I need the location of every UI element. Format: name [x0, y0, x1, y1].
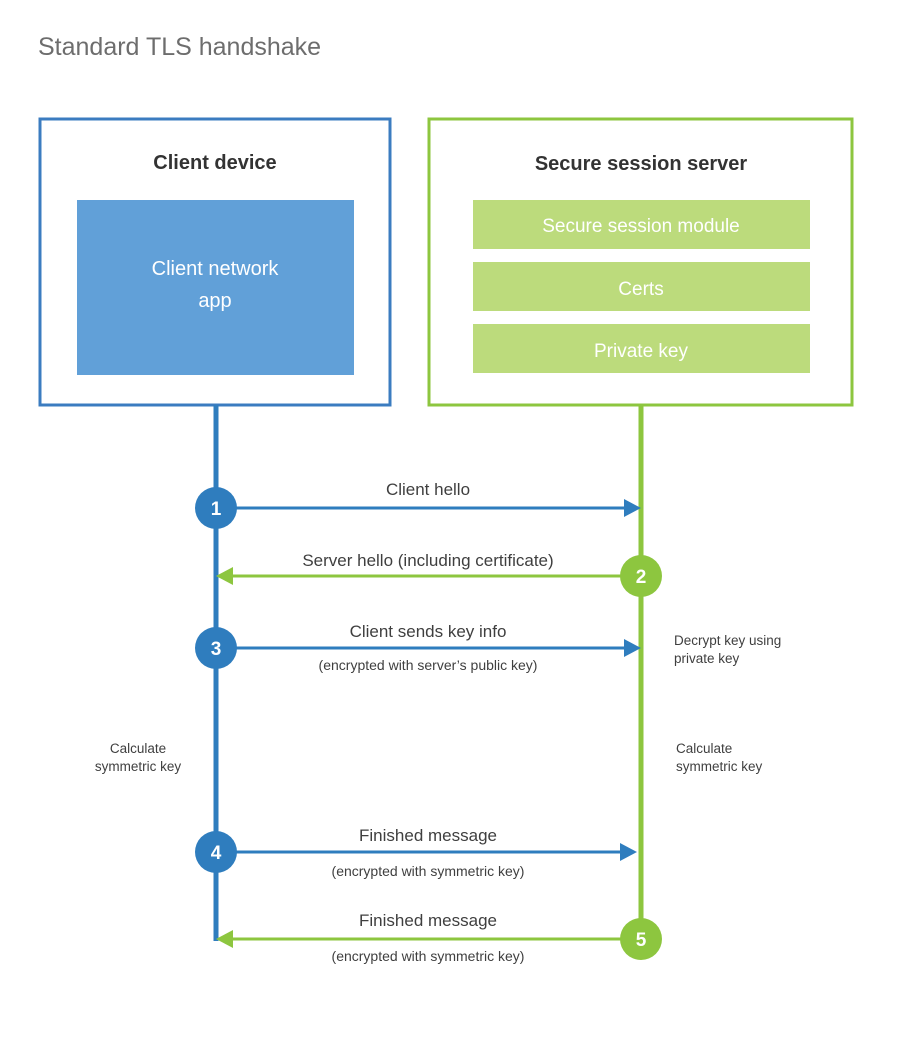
- page-title: Standard TLS handshake: [38, 33, 321, 61]
- step-1-number: 1: [211, 499, 222, 520]
- server-bar-label-1: Certs: [618, 279, 663, 300]
- client-network-app-label-line2: app: [198, 290, 231, 312]
- server-calc-note-line2: symmetric key: [676, 759, 763, 774]
- step-1-marker: [195, 487, 237, 529]
- server-bar-certs: [473, 262, 810, 311]
- server-calculate-symmetric-key-note: Calculate symmetric key: [676, 741, 763, 774]
- client-calculate-symmetric-key-note: Calculate symmetric key: [95, 741, 182, 774]
- step-3-marker: [195, 627, 237, 669]
- step-5-marker: [620, 918, 662, 960]
- decrypt-key-note: Decrypt key using private key: [674, 633, 781, 666]
- client-network-app-block: [77, 200, 354, 375]
- step-5-number: 5: [636, 930, 647, 951]
- secure-session-server-panel: Secure session server Secure session mod…: [427, 117, 854, 407]
- client-calc-note-line2: symmetric key: [95, 759, 182, 774]
- step-3-group: Client sends key info (encrypted with se…: [195, 622, 641, 673]
- client-network-app-label-line1: Client network: [152, 258, 280, 280]
- step-1-label: Client hello: [386, 480, 470, 499]
- step-5-arrowhead: [216, 930, 233, 948]
- step-3-number: 3: [211, 639, 222, 660]
- server-bar-label-2: Private key: [594, 341, 688, 362]
- secure-session-server-title: Secure session server: [535, 153, 748, 175]
- client-calc-note-line1: Calculate: [110, 741, 166, 756]
- client-device-panel: Client device Client network app: [38, 117, 392, 407]
- step-1-arrowhead: [624, 499, 641, 517]
- step-4-marker: [195, 831, 237, 873]
- step-2-group: Server hello (including certificate) 2: [216, 551, 662, 597]
- step-2-arrowhead: [216, 567, 233, 585]
- step-5-group: Finished message (encrypted with symmetr…: [216, 911, 662, 964]
- step-2-marker: [620, 555, 662, 597]
- decrypt-note-line2: private key: [674, 651, 740, 666]
- step-5-label: Finished message: [359, 911, 497, 930]
- step-4-number: 4: [211, 843, 222, 864]
- step-3-label: Client sends key info: [350, 622, 507, 641]
- step-4-label: Finished message: [359, 826, 497, 845]
- server-bar-label-0: Secure session module: [542, 216, 740, 237]
- step-3-arrowhead: [624, 639, 641, 657]
- server-bar-private-key: [473, 324, 810, 373]
- step-5-sublabel: (encrypted with symmetric key): [332, 948, 525, 964]
- step-4-sublabel: (encrypted with symmetric key): [332, 863, 525, 879]
- server-calc-note-line1: Calculate: [676, 741, 732, 756]
- decrypt-note-line1: Decrypt key using: [674, 633, 781, 648]
- step-3-sublabel: (encrypted with server’s public key): [319, 657, 538, 673]
- step-2-label: Server hello (including certificate): [302, 551, 553, 570]
- step-2-number: 2: [636, 567, 647, 588]
- server-bar-secure-session-module: [473, 200, 810, 249]
- step-1-group: Client hello 1: [195, 480, 641, 529]
- step-4-group: Finished message (encrypted with symmetr…: [195, 826, 637, 879]
- step-4-arrowhead: [620, 843, 637, 861]
- client-device-title: Client device: [153, 152, 276, 174]
